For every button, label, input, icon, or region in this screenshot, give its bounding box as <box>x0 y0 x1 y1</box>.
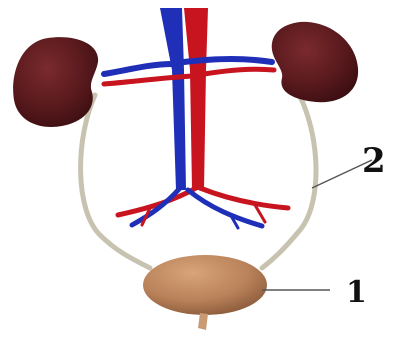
left-ureter <box>81 95 150 268</box>
vena-cava <box>160 8 186 190</box>
right-ureter <box>262 80 316 268</box>
label-2: 2 <box>362 141 386 181</box>
iliac-branch-red-right <box>255 205 265 222</box>
urethra <box>198 313 208 330</box>
right-kidney <box>272 22 358 102</box>
aorta <box>184 8 208 190</box>
left-kidney <box>13 37 98 127</box>
label-1: 1 <box>346 275 367 310</box>
left-renal-vein <box>104 64 172 74</box>
bladder <box>143 255 267 315</box>
right-renal-vein <box>184 59 272 62</box>
right-renal-artery <box>204 69 274 74</box>
